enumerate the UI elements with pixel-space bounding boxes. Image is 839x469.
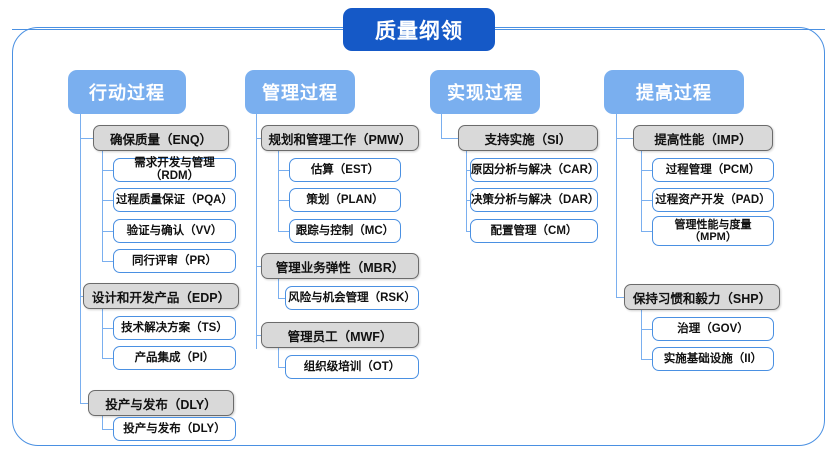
connector	[466, 151, 468, 231]
group-box-shp[interactable]: 保持习惯和毅力（SHP）	[624, 284, 780, 310]
column-header-4[interactable]: 提高过程	[604, 70, 744, 114]
connector	[641, 359, 652, 361]
group-box-si[interactable]: 支持实施（SI）	[458, 125, 598, 151]
leaf-box-ts[interactable]: 技术解决方案（TS）	[113, 316, 236, 340]
leaf-box-mpm-label: 管理性能与度量 （MPM）	[674, 218, 752, 243]
connector	[102, 429, 113, 431]
leaf-box-pad[interactable]: 过程资产开发（PAD）	[652, 188, 774, 212]
title-connector-left	[12, 28, 345, 31]
connector	[278, 231, 289, 233]
group-box-pmw[interactable]: 规划和管理工作（PMW）	[261, 125, 419, 151]
connector	[102, 200, 113, 202]
connector	[641, 200, 652, 202]
leaf-box-pr[interactable]: 同行评审（PR）	[113, 249, 236, 273]
leaf-box-rdm[interactable]: 需求开发与管理（RDM）	[113, 157, 236, 182]
leaf-box-pi[interactable]: 产品集成（PI）	[113, 346, 236, 370]
connector	[102, 416, 104, 429]
group-box-mwf[interactable]: 管理员工（MWF）	[261, 322, 419, 348]
leaf-box-vv[interactable]: 验证与确认（VV）	[113, 219, 236, 243]
leaf-box-mpm[interactable]: 管理性能与度量 （MPM）	[652, 216, 774, 246]
column-header-3[interactable]: 实现过程	[430, 70, 540, 114]
connector	[102, 151, 104, 261]
leaf-box-gov[interactable]: 治理（GOV）	[652, 317, 774, 341]
leaf-box-car[interactable]: 原因分析与解决（CAR）	[470, 158, 599, 182]
group-box-enq[interactable]: 确保质量（ENQ）	[93, 125, 229, 151]
leaf-box-ot[interactable]: 组织级培训（OT）	[285, 355, 419, 379]
diagram-title: 质量纲领	[343, 8, 495, 51]
column-header-1[interactable]: 行动过程	[68, 70, 186, 114]
connector	[80, 138, 93, 140]
connector	[102, 261, 113, 263]
connector	[278, 170, 289, 172]
connector	[102, 328, 113, 330]
column-2-trunk	[256, 114, 258, 349]
leaf-box-dar[interactable]: 决策分析与解决（DAR）	[470, 188, 599, 212]
leaf-box-dly-child[interactable]: 投产与发布（DLY）	[113, 417, 236, 441]
connector	[641, 151, 643, 231]
connector	[278, 279, 280, 298]
connector	[102, 170, 113, 172]
column-1-trunk	[80, 114, 82, 404]
connector	[441, 138, 458, 140]
connector	[641, 170, 652, 172]
leaf-box-rsk[interactable]: 风险与机会管理（RSK）	[285, 286, 419, 310]
group-box-mbr[interactable]: 管理业务弹性（MBR）	[261, 253, 419, 279]
group-box-dly[interactable]: 投产与发布（DLY）	[88, 390, 234, 416]
connector	[102, 231, 113, 233]
connector	[102, 358, 113, 360]
connector	[641, 329, 652, 331]
group-box-imp[interactable]: 提高性能（IMP）	[633, 125, 773, 151]
leaf-box-est[interactable]: 估算（EST）	[289, 158, 401, 182]
leaf-box-pqa[interactable]: 过程质量保证（PQA）	[113, 188, 236, 212]
column-4-trunk	[616, 114, 618, 297]
connector	[80, 403, 93, 405]
group-box-edp[interactable]: 设计和开发产品（EDP）	[83, 283, 239, 309]
leaf-box-cm[interactable]: 配置管理（CM）	[470, 219, 598, 243]
connector	[256, 335, 265, 337]
connector	[641, 231, 652, 233]
leaf-box-plan[interactable]: 策划（PLAN）	[289, 188, 401, 212]
connector	[278, 151, 280, 231]
column-3-trunk	[441, 114, 443, 138]
connector	[256, 138, 265, 140]
leaf-box-ii[interactable]: 实施基础设施（II）	[652, 347, 774, 371]
connector	[641, 310, 643, 359]
connector	[616, 138, 633, 140]
leaf-box-mc[interactable]: 跟踪与控制（MC）	[289, 219, 401, 243]
connector	[278, 298, 289, 300]
title-connector-right	[493, 28, 825, 31]
connector	[278, 367, 289, 369]
leaf-box-pcm[interactable]: 过程管理（PCM）	[652, 158, 774, 182]
column-header-2[interactable]: 管理过程	[245, 70, 355, 114]
connector	[278, 200, 289, 202]
connector	[278, 348, 280, 367]
connector	[256, 266, 265, 268]
connector	[102, 309, 104, 358]
